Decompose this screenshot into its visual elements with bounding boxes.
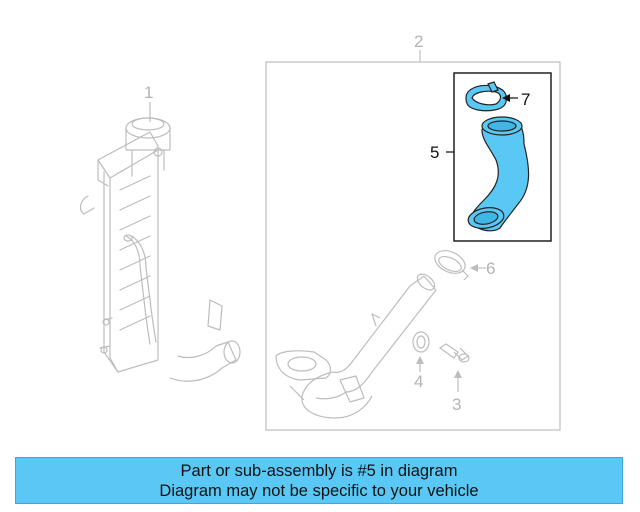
clamp-part-7 (465, 81, 508, 112)
intake-pipe (275, 273, 437, 419)
leader-arrow-4 (416, 356, 424, 372)
clamp-part-6 (434, 250, 469, 281)
leader-arrow-3 (454, 370, 462, 392)
callout-1: 1 (144, 83, 153, 102)
hose-part-5 (467, 116, 530, 232)
bolt-part-3 (438, 343, 470, 363)
callout-6: 6 (486, 259, 495, 278)
banner-line-1: Part or sub-assembly is #5 in diagram (180, 461, 458, 480)
intercooler-part-1 (79, 117, 241, 382)
parts-diagram: 1 2 3 4 5 6 7 (79, 32, 561, 431)
callout-5: 5 (430, 143, 439, 162)
callout-4: 4 (414, 372, 423, 391)
leader-arrow-7 (502, 94, 518, 102)
callout-3: 3 (452, 395, 461, 414)
callout-7: 7 (521, 90, 530, 109)
leader-arrow-6 (470, 264, 486, 272)
info-banner: Part or sub-assembly is #5 in diagram Di… (15, 457, 623, 504)
banner-line-2: Diagram may not be specific to your vehi… (159, 481, 479, 500)
subassembly-box-2 (265, 61, 561, 431)
grommet-part-4 (412, 331, 430, 353)
highlight-box (453, 72, 552, 242)
callout-2: 2 (414, 32, 423, 51)
